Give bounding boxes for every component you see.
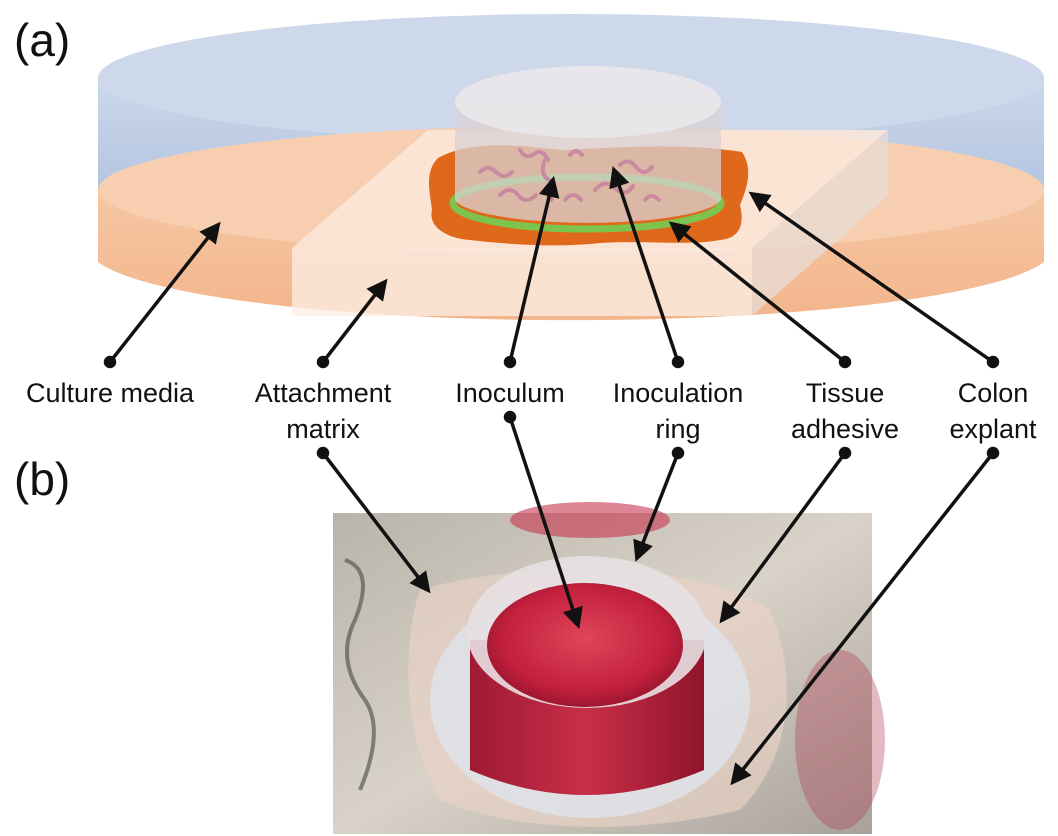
label-colon-explant-line2: explant bbox=[949, 414, 1037, 444]
dot-attachment-matrix bbox=[319, 358, 328, 367]
label-tissue-adhesive-line2: adhesive bbox=[791, 414, 899, 444]
schematic-panel-a bbox=[98, 14, 1044, 320]
dot-photo-colon-explant bbox=[989, 449, 998, 458]
label-culture-media: Culture media bbox=[26, 378, 195, 408]
label-tissue-adhesive: Tissue bbox=[806, 378, 885, 408]
dot-photo-inoculum bbox=[506, 413, 515, 422]
dot-inoculation-ring bbox=[674, 358, 683, 367]
label-attachment-matrix: Attachment bbox=[255, 378, 392, 408]
panel-a-label: (a) bbox=[14, 14, 70, 66]
dot-photo-tissue-adhesive bbox=[841, 449, 850, 458]
photo-panel-b bbox=[333, 502, 885, 834]
label-inoculation-ring-line2: ring bbox=[655, 414, 700, 444]
panel-b-label: (b) bbox=[14, 453, 70, 505]
label-inoculum: Inoculum bbox=[455, 378, 565, 408]
label-attachment-matrix-line2: matrix bbox=[286, 414, 360, 444]
photo-inoculum-well bbox=[487, 583, 683, 707]
dot-tissue-adhesive bbox=[841, 358, 850, 367]
dot-photo-attachment-matrix bbox=[319, 449, 328, 458]
dot-culture-media bbox=[106, 358, 115, 367]
label-colon-explant: Colon bbox=[958, 378, 1029, 408]
dot-colon-explant bbox=[989, 358, 998, 367]
inoculation-ring-top bbox=[455, 66, 721, 138]
photo-reflection bbox=[795, 650, 885, 830]
label-inoculation-ring: Inoculation bbox=[613, 378, 744, 408]
dot-photo-inoculation-ring bbox=[674, 449, 683, 458]
dot-inoculum bbox=[506, 358, 515, 367]
